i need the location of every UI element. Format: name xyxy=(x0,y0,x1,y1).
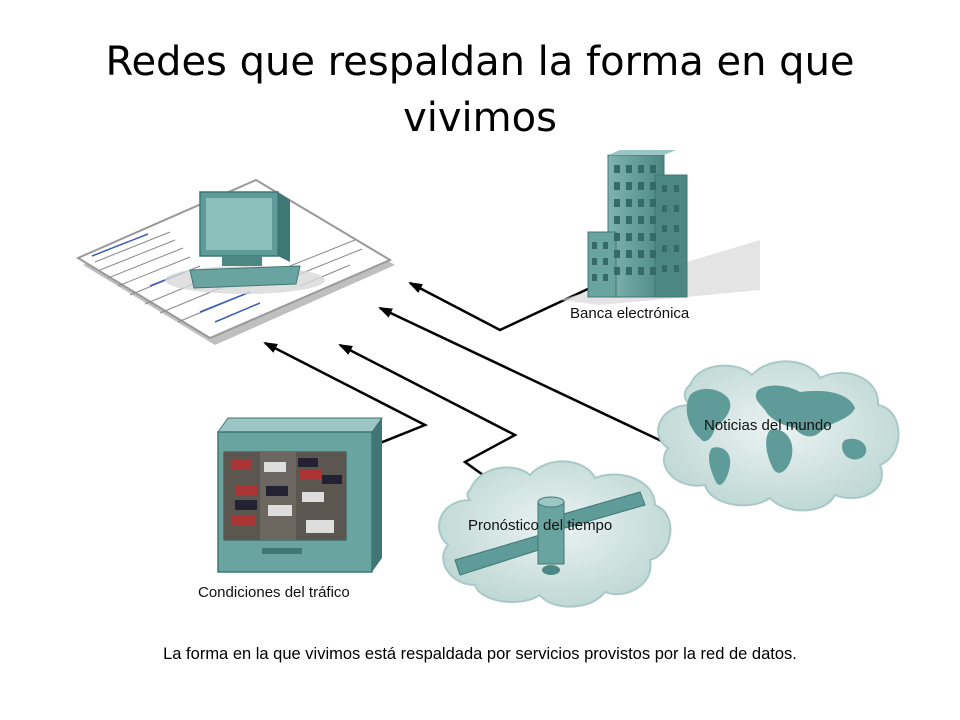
office-building-icon xyxy=(560,150,760,305)
arrow-traffic-to-computer xyxy=(263,341,429,447)
world-map-cloud-icon xyxy=(657,360,900,512)
edges xyxy=(263,281,671,482)
arrow-banking-to-computer xyxy=(408,281,591,332)
computer-with-webpage-icon xyxy=(75,178,395,345)
traffic-node: Condiciones del tráfico xyxy=(198,417,383,601)
weather-node: Pronóstico del tiempo xyxy=(438,460,672,608)
banking-node: Banca electrónica xyxy=(560,150,760,322)
arrow-news-to-computer xyxy=(378,306,671,447)
banking-label: Banca electrónica xyxy=(570,305,690,322)
arrow-weather-to-computer xyxy=(338,343,518,482)
weather-label: Pronóstico del tiempo xyxy=(468,517,612,534)
slide-caption: La forma en la que vivimos está respalda… xyxy=(163,645,797,663)
traffic-label: Condiciones del tráfico xyxy=(198,584,350,601)
computer-node xyxy=(75,178,395,345)
satellite-cloud-icon xyxy=(438,460,672,608)
news-label: Noticias del mundo xyxy=(704,417,832,434)
traffic-monitor-icon xyxy=(217,417,383,573)
traffic-photo xyxy=(224,452,346,540)
slide-title: Redes que respaldan la forma en que vivi… xyxy=(105,39,855,141)
news-node: Noticias del mundo xyxy=(657,360,900,512)
